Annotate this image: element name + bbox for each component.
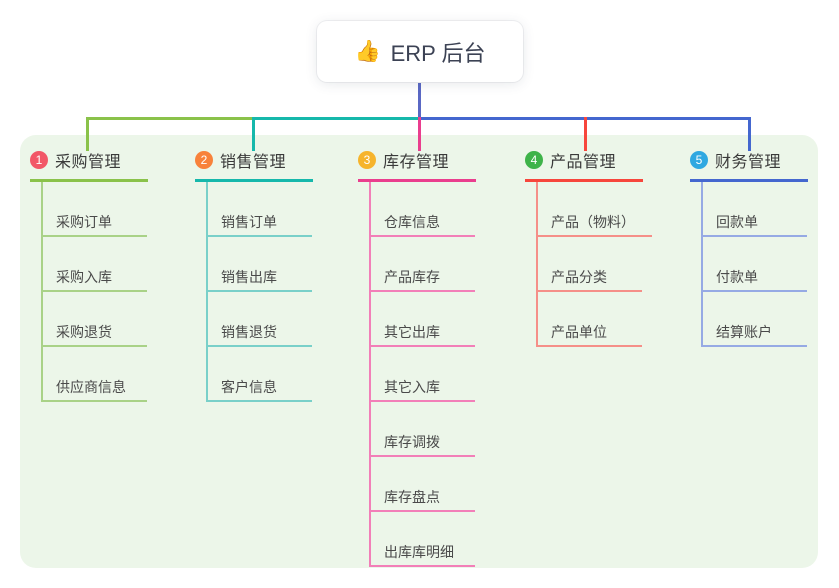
child-node[interactable]: 供应商信息: [43, 347, 147, 402]
branch-label: 财务管理: [715, 154, 782, 171]
branch-drop-line: [86, 117, 89, 151]
child-label: 供应商信息: [56, 379, 126, 395]
child-label: 付款单: [716, 269, 758, 285]
branch-children: 仓库信息产品库存其它出库其它入库库存调拨库存盘点出库库明细: [369, 182, 475, 567]
child-node[interactable]: 采购订单: [43, 182, 147, 237]
child-node[interactable]: 出库库明细: [371, 512, 475, 567]
branch-4: 4 产品管理产品（物料） 产品分类产品单位: [525, 148, 652, 347]
branch-drop-line: [748, 117, 751, 151]
rail-segment-green: [86, 117, 254, 120]
thumbs-up-icon: 👍: [354, 40, 381, 63]
child-label: 库存盘点: [384, 489, 440, 505]
child-label: 销售出库: [221, 269, 277, 285]
root-node[interactable]: 👍 ERP 后台: [317, 21, 523, 82]
child-node[interactable]: 其它入库: [371, 347, 475, 402]
child-label: 产品分类: [551, 269, 607, 285]
child-label: 客户信息: [221, 379, 277, 395]
root-stem-line: [418, 82, 421, 118]
branch-children: 回款单付款单结算账户: [701, 182, 807, 347]
branch-drop-line: [252, 117, 255, 151]
branch-2: 2 销售管理销售订单销售出库销售退货客户信息: [195, 148, 313, 402]
child-label: 采购订单: [56, 214, 112, 230]
child-label: 销售订单: [221, 214, 277, 230]
child-node[interactable]: 结算账户: [703, 292, 807, 347]
child-node[interactable]: 产品库存: [371, 237, 475, 292]
child-node[interactable]: 仓库信息: [371, 182, 475, 237]
child-node[interactable]: 付款单: [703, 237, 807, 292]
child-node[interactable]: 采购退货: [43, 292, 147, 347]
child-node[interactable]: 销售退货: [208, 292, 312, 347]
child-label: 采购退货: [56, 324, 112, 340]
branch-number-badge: 5: [690, 151, 708, 169]
child-node[interactable]: 库存调拨: [371, 402, 475, 457]
branch-header[interactable]: 3 库存管理: [358, 148, 476, 182]
child-label: 销售退货: [221, 324, 277, 340]
branch-1: 1 采购管理采购订单采购入库采购退货供应商信息: [30, 148, 148, 402]
branch-children: 销售订单销售出库销售退货客户信息: [206, 182, 312, 402]
child-label: 产品单位: [551, 324, 607, 340]
branch-number-badge: 4: [525, 151, 543, 169]
branch-5: 5 财务管理回款单付款单结算账户: [690, 148, 808, 347]
rail-segment-teal: [252, 117, 421, 120]
branches-panel: [20, 135, 818, 568]
child-node[interactable]: 其它出库: [371, 292, 475, 347]
child-label: 回款单: [716, 214, 758, 230]
child-node[interactable]: 产品分类: [538, 237, 642, 292]
branch-drop-line: [584, 117, 587, 151]
branch-header[interactable]: 1 采购管理: [30, 148, 148, 182]
child-label: 产品库存: [384, 269, 440, 285]
branch-number-badge: 3: [358, 151, 376, 169]
child-label: 结算账户: [716, 324, 772, 340]
child-node[interactable]: 产品（物料）: [538, 182, 652, 237]
root-title: ERP 后台: [390, 40, 486, 66]
child-label: 仓库信息: [384, 214, 440, 230]
branch-number-badge: 2: [195, 151, 213, 169]
branch-label: 销售管理: [220, 154, 287, 171]
child-node[interactable]: 客户信息: [208, 347, 312, 402]
branch-children: 产品（物料） 产品分类产品单位: [536, 182, 652, 347]
branch-header[interactable]: 5 财务管理: [690, 148, 808, 182]
child-node[interactable]: 库存盘点: [371, 457, 475, 512]
branch-header[interactable]: 4 产品管理: [525, 148, 643, 182]
child-label: 出库库明细: [384, 544, 454, 560]
branch-drop-line: [418, 117, 421, 151]
branch-label: 采购管理: [55, 154, 122, 171]
child-label: 采购入库: [56, 269, 112, 285]
child-label: 产品（物料）: [551, 214, 635, 230]
child-label: 库存调拨: [384, 434, 440, 450]
branch-children: 采购订单采购入库采购退货供应商信息: [41, 182, 147, 402]
branch-label: 库存管理: [383, 154, 450, 171]
child-node[interactable]: 采购入库: [43, 237, 147, 292]
branch-header[interactable]: 2 销售管理: [195, 148, 313, 182]
child-node[interactable]: 销售出库: [208, 237, 312, 292]
child-label: 其它入库: [384, 379, 440, 395]
branch-number-badge: 1: [30, 151, 48, 169]
child-label: 其它出库: [384, 324, 440, 340]
child-node[interactable]: 产品单位: [538, 292, 642, 347]
branch-label: 产品管理: [550, 154, 617, 171]
branch-3: 3 库存管理仓库信息产品库存其它出库其它入库库存调拨库存盘点出库库明细: [358, 148, 476, 567]
child-node[interactable]: 销售订单: [208, 182, 312, 237]
child-node[interactable]: 回款单: [703, 182, 807, 237]
